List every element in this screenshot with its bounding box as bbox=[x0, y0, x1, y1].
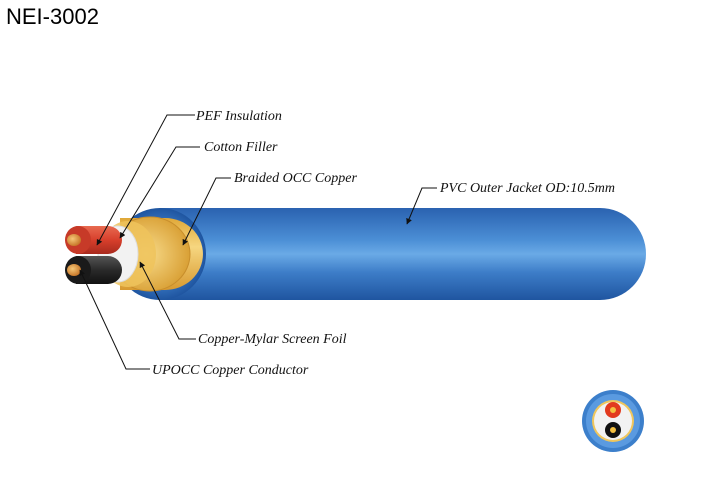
copper-conductor-black bbox=[67, 264, 81, 276]
cross-section-inset bbox=[582, 390, 644, 452]
copper-conductor-red bbox=[67, 234, 81, 246]
leader-braided-occ bbox=[182, 177, 231, 246]
label-upocc-copper-conductor: UPOCC Copper Conductor bbox=[152, 363, 309, 378]
red-insulated-conductor bbox=[65, 226, 122, 254]
leader-pvc-jacket bbox=[406, 187, 437, 225]
leader-pef-insulation bbox=[96, 114, 195, 246]
label-pef-insulation: PEF Insulation bbox=[195, 109, 282, 124]
product-title: NEI-3002 bbox=[6, 4, 99, 29]
label-copper-mylar-screen-foil: Copper-Mylar Screen Foil bbox=[198, 332, 347, 347]
leader-copper-mylar bbox=[139, 261, 196, 340]
leader-cotton-filler bbox=[119, 146, 200, 239]
label-cotton-filler: Cotton Filler bbox=[204, 140, 278, 155]
label-pvc-outer-jacket: PVC Outer Jacket OD:10.5mm bbox=[439, 181, 615, 196]
label-braided-occ-copper: Braided OCC Copper bbox=[234, 171, 357, 186]
leader-upocc-conductor bbox=[79, 269, 150, 370]
black-insulated-conductor bbox=[65, 256, 122, 284]
